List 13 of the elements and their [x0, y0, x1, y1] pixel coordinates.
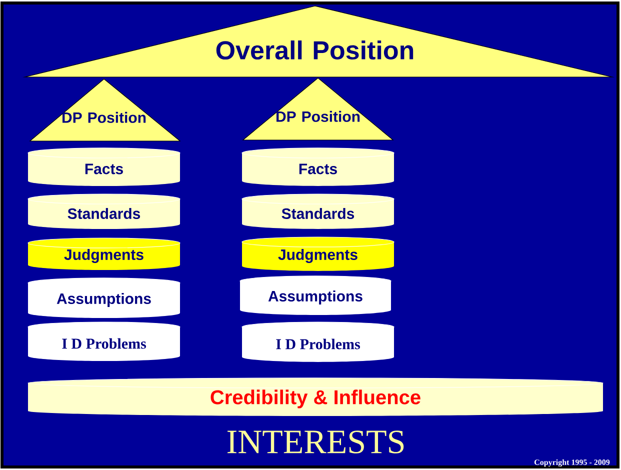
cylinder: Assumptions [28, 278, 180, 318]
cylinder: Standards [28, 194, 180, 229]
copyright-text: Copyright 1995 - 2009 [534, 459, 610, 467]
cylinder: Credibility & Influence [28, 378, 604, 416]
cylinder: Facts [242, 148, 394, 186]
cylinder: Assumptions [240, 276, 392, 315]
cylinder: Facts [28, 148, 180, 186]
cylinder: Judgments [242, 236, 394, 271]
title-text: INTERESTS [228, 430, 404, 454]
cylinder: I D Problems [28, 322, 180, 361]
cylinder: I D Problems [242, 322, 394, 362]
cylinder: Standards [242, 194, 394, 229]
cylinder: Judgments [28, 238, 180, 270]
